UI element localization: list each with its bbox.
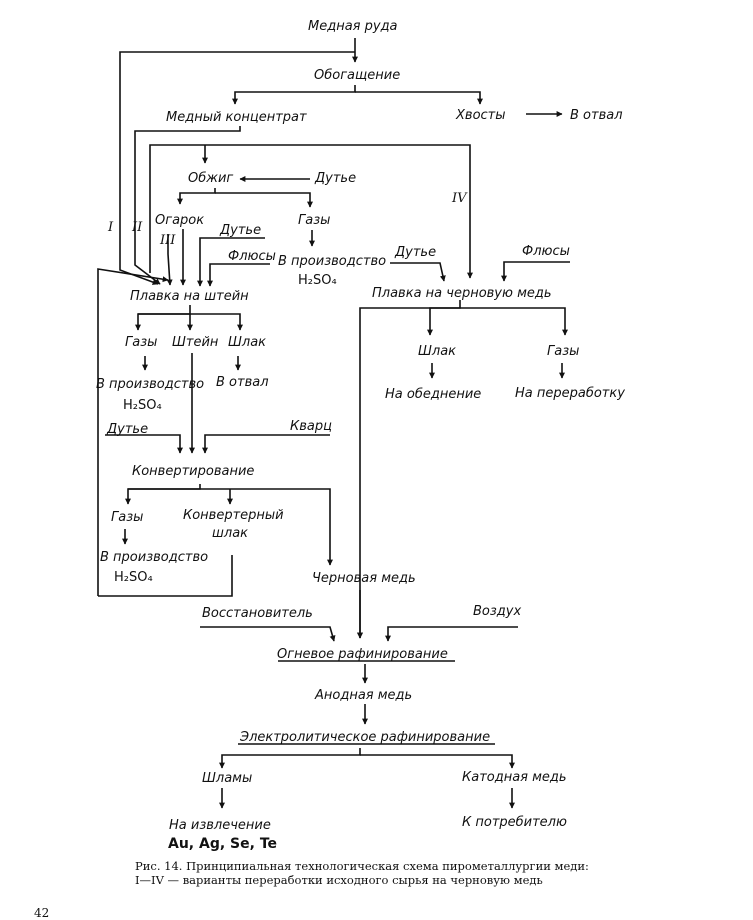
node-blister-smelting: Плавка на черновую медь: [372, 286, 552, 301]
node-tailings: Хвосты: [455, 108, 506, 123]
node-slimes: Шламы: [202, 771, 252, 786]
caption-line-2: I—IV — варианты переработки исходного сы…: [135, 873, 543, 887]
node-matte-smelting: Плавка на штейн: [130, 289, 249, 304]
node-to-production-3: В производство: [100, 550, 208, 565]
node-slag-2: Шлак: [418, 344, 456, 359]
node-to-dump-2: В отвал: [216, 375, 269, 390]
variant-label-3: III: [159, 233, 176, 248]
variant-label-2: II: [131, 220, 143, 235]
node-converter-slag-1: Конвертерный: [183, 508, 284, 523]
node-ore: Медная руда: [308, 19, 398, 34]
node-h2so4-2: H₂SO₄: [123, 398, 162, 413]
node-enrichment: Обогащение: [314, 68, 400, 83]
node-to-dump-1: В отвал: [570, 108, 623, 123]
variant-label-4: IV: [451, 191, 468, 206]
node-cathode-copper: Катодная медь: [462, 770, 567, 785]
node-converting: Конвертирование: [132, 464, 254, 479]
node-to-production-1: В производство: [278, 254, 386, 269]
page-number: 42: [34, 906, 50, 920]
node-gases-3: Газы: [547, 344, 579, 359]
flow-labels: Медная руда Обогащение Медный концентрат…: [96, 19, 625, 852]
node-reducer: Восстановитель: [202, 606, 313, 621]
node-fluxes-1: Флюсы: [228, 249, 276, 264]
node-to-extraction: На извлечение: [169, 818, 271, 833]
node-to-processing: На переработку: [515, 386, 625, 401]
figure-caption: Рис. 14. Принципиальная технологическая …: [135, 859, 745, 887]
node-fire-refining: Огневое рафинирование: [277, 647, 448, 662]
node-to-consumer: К потребителю: [462, 815, 567, 830]
node-fluxes-2: Флюсы: [522, 244, 570, 259]
node-cinder: Огарок: [155, 213, 204, 228]
node-blast-3: Дутье: [394, 245, 436, 260]
node-anode-copper: Анодная медь: [314, 688, 412, 703]
node-blast-1: Дутье: [314, 171, 356, 186]
node-h2so4-3: H₂SO₄: [114, 570, 153, 585]
node-quartz: Кварц: [290, 419, 332, 434]
node-to-depletion: На обеднение: [385, 387, 481, 402]
node-blast-4: Дутье: [106, 422, 148, 437]
node-concentrate: Медный концентрат: [166, 110, 307, 125]
node-matte: Штейн: [172, 335, 219, 350]
node-metals: Au, Ag, Se, Te: [168, 836, 277, 852]
node-h2so4-1: H₂SO₄: [298, 273, 337, 288]
node-slag-1: Шлак: [228, 335, 266, 350]
caption-line-1: Рис. 14. Принципиальная технологическая …: [135, 859, 589, 873]
node-blast-2: Дутье: [219, 223, 261, 238]
node-gases-4: Газы: [111, 510, 143, 525]
node-blister-copper: Черновая медь: [312, 571, 416, 586]
node-air: Воздух: [473, 604, 521, 619]
node-to-production-2: В производство: [96, 377, 204, 392]
node-electro-refining: Электролитическое рафинирование: [239, 730, 490, 745]
flow-lines: [97, 38, 570, 809]
node-gases-1: Газы: [298, 213, 330, 228]
variant-label-1: I: [107, 220, 114, 235]
node-converter-slag-2: шлак: [212, 526, 248, 541]
node-roasting: Обжиг: [188, 171, 233, 186]
node-gases-2: Газы: [125, 335, 157, 350]
